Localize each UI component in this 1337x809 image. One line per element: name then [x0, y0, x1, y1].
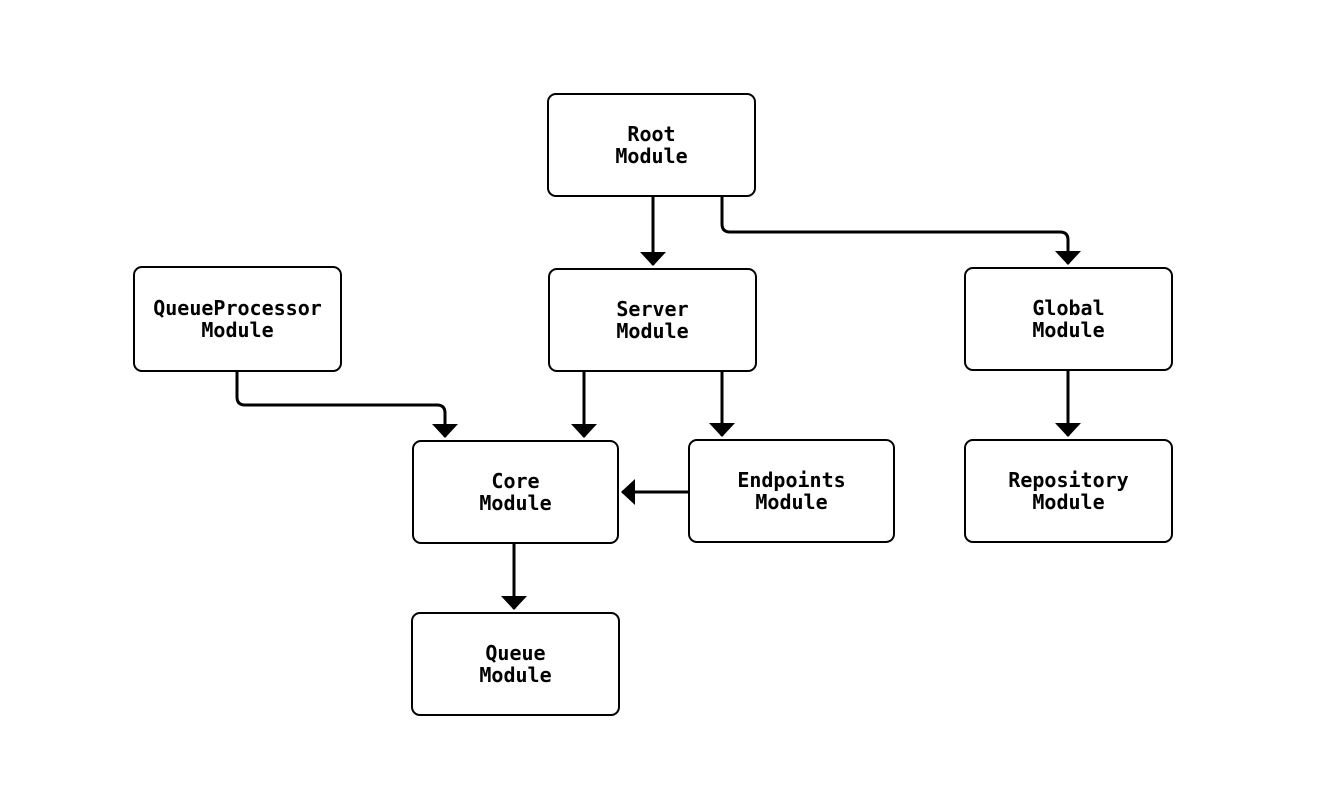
node-repository-module: Repository Module — [964, 439, 1173, 543]
node-endpoints-module: Endpoints Module — [688, 439, 895, 543]
node-queue-module: Queue Module — [411, 612, 620, 716]
node-queueprocessor-module: QueueProcessor Module — [133, 266, 342, 372]
edge-queueprocessor-to-core — [235, 372, 458, 438]
node-server-module: Server Module — [548, 268, 757, 372]
node-root-module: Root Module — [547, 93, 756, 197]
edge-root-to-global — [720, 197, 1081, 265]
node-global-module: Global Module — [964, 267, 1173, 371]
node-core-module: Core Module — [412, 440, 619, 544]
